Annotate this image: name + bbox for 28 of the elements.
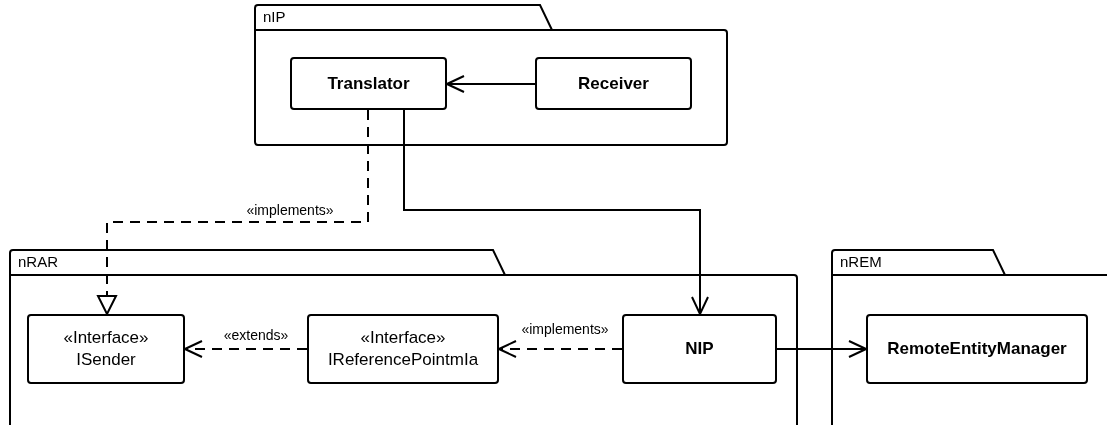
class-name: Receiver [578, 72, 649, 95]
arrow [446, 75, 536, 93]
package-label: nIP [263, 7, 286, 27]
class-name: NIP [685, 338, 714, 360]
class-box [307, 314, 499, 384]
edge-label: «implements» [519, 320, 611, 338]
edge-label: «implements» [244, 201, 336, 219]
package-frame [832, 250, 1107, 425]
class-box [622, 314, 777, 384]
package-frame [10, 250, 797, 425]
class-box [866, 314, 1088, 384]
arrow [403, 109, 709, 315]
class-name: ISender [76, 349, 136, 371]
class-box [27, 314, 185, 384]
package-label: nREM [840, 252, 882, 272]
arrow [776, 340, 867, 358]
dashed-arrow [184, 340, 308, 358]
class-name: RemoteEntityManager [887, 338, 1067, 360]
class-box [290, 57, 447, 110]
class-name: Translator [327, 72, 410, 95]
stereotype-label: «Interface» [360, 327, 446, 349]
dashed-arrow [498, 340, 623, 358]
package-frame [255, 5, 727, 145]
class-box [535, 57, 692, 110]
stereotype-label: «Interface» [63, 327, 149, 349]
package-label: nRAR [18, 252, 58, 272]
class-name: IReferencePointmIa [327, 349, 479, 371]
dashed-arrow [97, 109, 369, 315]
